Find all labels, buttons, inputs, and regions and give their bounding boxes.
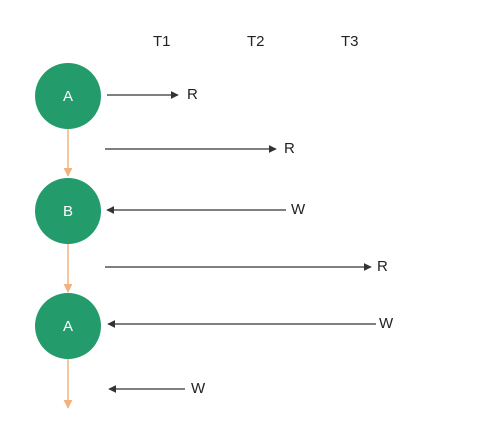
column-header-t1: T1: [153, 33, 171, 50]
node-b: B: [35, 178, 101, 244]
op-label-3: W: [291, 201, 306, 218]
node-a-first: A: [35, 63, 101, 129]
op-label-4: R: [377, 258, 388, 275]
op-label-1: R: [187, 86, 198, 103]
op-label-6: W: [191, 380, 206, 397]
node-a-second: A: [35, 293, 101, 359]
column-header-t2: T2: [247, 33, 265, 50]
op-label-2: R: [284, 140, 295, 157]
column-header-t3: T3: [341, 33, 359, 50]
op-label-5: W: [379, 315, 394, 332]
